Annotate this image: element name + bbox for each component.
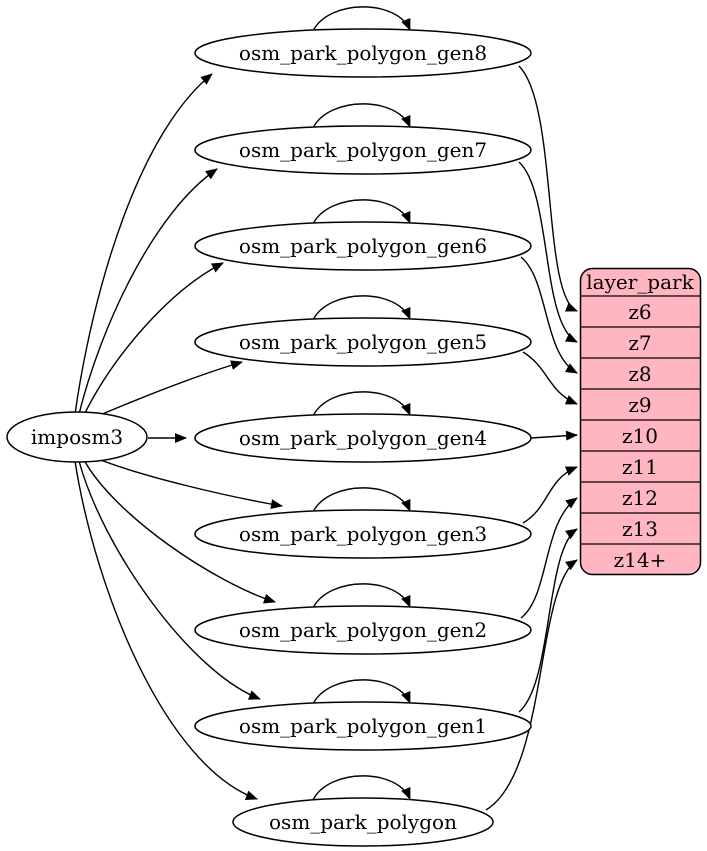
gen7-label: osm_park_polygon_gen7 [239, 138, 487, 162]
edge-imposm3-gen7 [78, 168, 218, 415]
node-osm-park-polygon-gen4: osm_park_polygon_gen4 [194, 413, 532, 463]
gen8-ellipse [194, 28, 532, 78]
edge-gen1-z13 [518, 528, 578, 713]
edges-from-source [74, 73, 283, 800]
gen2-label: osm_park_polygon_gen2 [239, 618, 487, 642]
node-osm-park-polygon: osm_park_polygon [232, 797, 494, 847]
edge-gen8-z6 [518, 65, 578, 312]
table-row-z6: z6 [628, 300, 651, 324]
self-loop-gen6 [312, 199, 411, 225]
table-row-z14: z14+ [614, 548, 667, 572]
table-row-z12: z12 [622, 486, 658, 510]
node-imposm3: imposm3 [6, 411, 148, 463]
self-loop-gen1 [312, 679, 411, 705]
edge-gen2-z12 [520, 497, 578, 619]
edge-gen7-z7 [518, 161, 578, 343]
gen8-label: osm_park_polygon_gen8 [239, 41, 487, 65]
table-row-z13: z13 [622, 517, 658, 541]
table-row-z7: z7 [628, 331, 651, 355]
layer-park-box [579, 267, 702, 576]
gen1-label: osm_park_polygon_gen1 [239, 714, 487, 738]
edge-gen5-z9 [522, 351, 578, 405]
self-loop-polygon [312, 775, 411, 801]
edge-gen3-z11 [522, 466, 578, 524]
edge-polygon-z14 [485, 559, 578, 811]
table-row-z11: z11 [622, 455, 658, 479]
node-osm-park-polygon-gen7: osm_park_polygon_gen7 [194, 125, 532, 175]
edge-imposm3-gen1 [78, 460, 261, 700]
imposm3-ellipse [6, 411, 148, 463]
self-loop-edges [312, 6, 411, 801]
node-layer-park: layer_park z6 z7 z8 z9 z10 z11 z12 z13 z… [579, 267, 702, 576]
edge-gen6-z8 [520, 256, 578, 374]
gen3-label: osm_park_polygon_gen3 [239, 522, 487, 546]
self-loop-gen5 [312, 295, 411, 321]
edge-imposm3-gen6 [83, 262, 224, 416]
gen1-ellipse [194, 701, 532, 751]
table-row-z8: z8 [628, 362, 651, 386]
edge-imposm3-gen3 [92, 456, 283, 510]
gen3-ellipse [194, 509, 532, 559]
gen5-label: osm_park_polygon_gen5 [239, 330, 487, 354]
self-loop-gen3 [312, 487, 411, 513]
self-loop-gen4 [312, 391, 411, 417]
gen6-label: osm_park_polygon_gen6 [239, 234, 487, 258]
table-row-z9: z9 [628, 393, 651, 417]
gen7-ellipse [194, 125, 532, 175]
node-osm-park-polygon-gen3: osm_park_polygon_gen3 [194, 509, 532, 559]
edge-imposm3-gen5 [92, 360, 243, 419]
node-osm-park-polygon-gen2: osm_park_polygon_gen2 [194, 605, 532, 655]
edge-imposm3-gen8 [74, 73, 213, 415]
gen5-ellipse [194, 317, 532, 367]
node-osm-park-polygon-gen8: osm_park_polygon_gen8 [194, 28, 532, 78]
self-loop-gen8 [312, 6, 411, 32]
node-osm-park-polygon-gen5: osm_park_polygon_gen5 [194, 317, 532, 367]
node-osm-park-polygon-gen1: osm_park_polygon_gen1 [194, 701, 532, 751]
polygon-ellipse [232, 797, 494, 847]
edge-gen4-z10 [530, 430, 578, 441]
edge-imposm3-gen2 [83, 459, 276, 604]
layer-park-title: layer_park [586, 270, 694, 294]
gen6-ellipse [194, 221, 532, 271]
polygon-label: osm_park_polygon [269, 810, 457, 834]
table-row-z10: z10 [622, 424, 658, 448]
self-loop-gen2 [312, 583, 411, 609]
edge-imposm3-polygon [74, 460, 258, 800]
gen4-label: osm_park_polygon_gen4 [239, 426, 487, 450]
gen2-ellipse [194, 605, 532, 655]
node-osm-park-polygon-gen6: osm_park_polygon_gen6 [194, 221, 532, 271]
self-loop-gen7 [312, 103, 411, 129]
imposm3-label: imposm3 [31, 425, 123, 449]
gen4-ellipse [194, 413, 532, 463]
edges-to-layer-table [485, 65, 578, 811]
